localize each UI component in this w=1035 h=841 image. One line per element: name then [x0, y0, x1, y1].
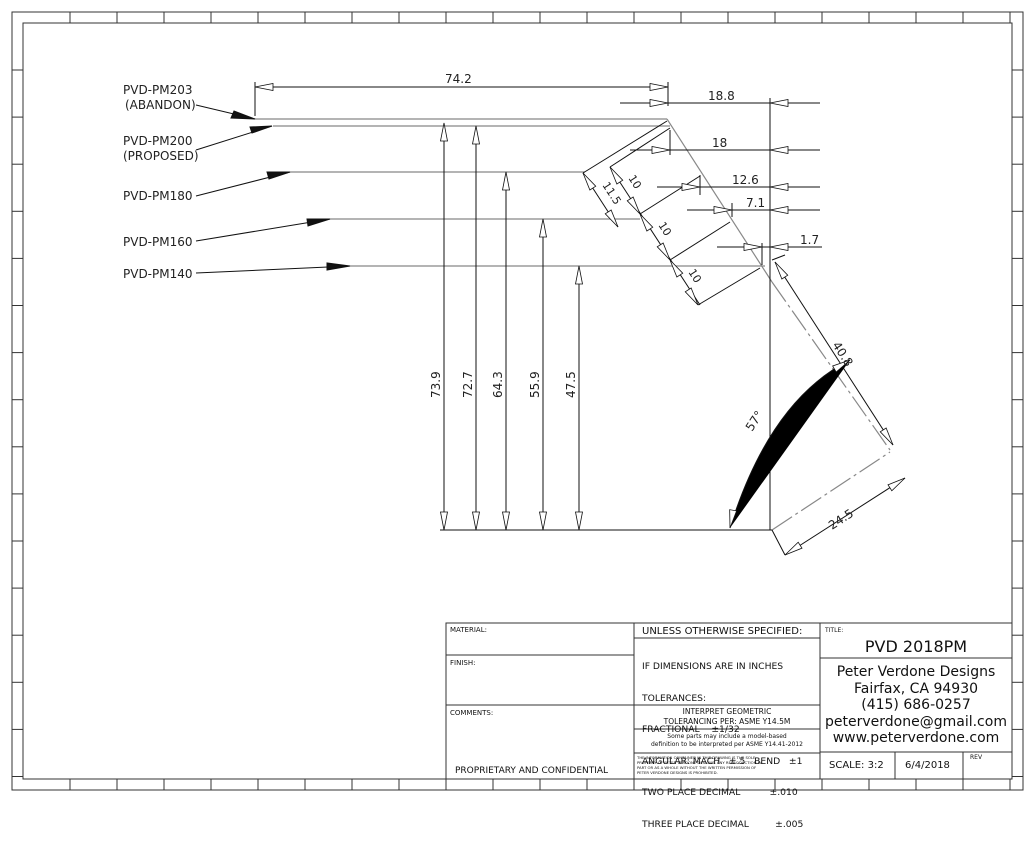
date: 6/4/2018 — [905, 760, 950, 771]
dimension-arrow — [713, 206, 733, 214]
unless-specified: UNLESS OTHERWISE SPECIFIED: — [642, 626, 803, 637]
dimension-arrow — [649, 99, 669, 107]
dimension-arrow — [254, 83, 274, 91]
rev-label: REV — [970, 754, 983, 761]
dimension-arrow — [472, 125, 480, 145]
dimension-arrow — [729, 509, 738, 529]
callout-pm200: PVD-PM200 — [123, 134, 193, 148]
callout-pm200-note: (PROPOSED) — [123, 149, 199, 163]
dimension-arrow — [769, 243, 789, 251]
notice-line: PROPERTY OF PETER VERDONE DESIGNS. ANY R… — [637, 760, 762, 765]
material-label: MATERIAL: — [450, 626, 487, 634]
dimension-arrow — [440, 122, 448, 142]
dimension-arrow — [656, 242, 671, 261]
dim-55-9: 55.9 — [528, 371, 542, 398]
dimension-arrow — [539, 511, 547, 531]
interpret-line: TOLERANCING PER: ASME Y14.5M — [663, 717, 791, 726]
dim-40-8: 40.8 — [829, 339, 855, 369]
tolerance-line: FRACTIONAL ±1/32 — [642, 724, 740, 735]
tolerance-line: TOLERANCES: — [642, 692, 707, 704]
title-block-frame — [445, 622, 1013, 780]
dim-74-2: 74.2 — [445, 72, 472, 86]
callout-pm180: PVD-PM180 — [123, 189, 193, 203]
part-geometry — [195, 82, 906, 556]
company-name: Peter Verdone Designs — [836, 664, 996, 680]
drawing-title: PVD 2018PM — [864, 637, 968, 656]
dimension-arrow — [832, 359, 851, 373]
dim-47-5: 47.5 — [564, 371, 578, 398]
dimension-arrow — [609, 166, 624, 185]
dimension-labels: 74.2 18.8 18 12.6 7.1 1.7 73.9 72.7 64.3… — [429, 72, 856, 533]
dim-73-9: 73.9 — [429, 371, 443, 398]
dimension-arrow — [774, 261, 789, 280]
callout-pm203-note: (ABANDON) — [125, 98, 196, 112]
dimension-arrow — [681, 183, 701, 191]
company-address: Fairfax, CA 94930 — [853, 680, 979, 697]
dimension-arrow — [639, 213, 654, 232]
callout-pm140: PVD-PM140 — [123, 267, 193, 281]
dim-72-7: 72.7 — [461, 371, 475, 398]
dimension-arrow — [604, 209, 619, 228]
dim-10-b: 10 — [655, 220, 674, 239]
notice-line: PART OR AS A WHOLE WITHOUT THE WRITTEN P… — [637, 765, 757, 770]
dimension-arrow — [575, 265, 583, 285]
dim-18: 18 — [712, 136, 727, 150]
dimension-arrow — [784, 541, 803, 556]
interpret-note: INTERPRET GEOMETRIC TOLERANCING PER: ASM… — [634, 707, 820, 727]
proprietary-notice: THE INFORMATION CONTAINED IN THIS DRAWIN… — [637, 755, 762, 775]
dim-12-6: 12.6 — [732, 173, 759, 187]
company-website: www.peterverdone.com — [832, 730, 1000, 746]
dim-24-5: 24.5 — [826, 506, 856, 532]
dimension-arrow — [879, 427, 894, 446]
dimension-arrow — [582, 172, 597, 191]
dim-angle: 57° — [743, 408, 766, 433]
dimension-arrow — [743, 243, 763, 251]
dimension-arrow — [649, 83, 669, 91]
finish-label: FINISH: — [450, 659, 476, 667]
notice-line: PETER VERDONE DESIGNS IS PROHIBITED. — [637, 770, 718, 775]
dimension-arrow — [669, 259, 684, 278]
callout-pm160: PVD-PM160 — [123, 235, 193, 249]
tolerance-line: THREE PLACE DECIMAL ±.005 — [642, 818, 804, 830]
interpret-line: INTERPRET GEOMETRIC — [682, 707, 772, 716]
dimension-arrow — [769, 183, 789, 191]
callout-pm203: PVD-PM203 — [123, 83, 193, 97]
company-email: peterverdone@gmail.com — [825, 713, 1007, 730]
drawing-sheet: 74.2 18.8 18 12.6 7.1 1.7 73.9 72.7 64.3… — [11, 11, 1024, 791]
dimension-arrow — [502, 171, 510, 191]
tolerance-line: TWO PLACE DECIMAL ±.010 — [642, 787, 798, 798]
dimension-arrow — [684, 287, 699, 306]
model-based-note: Some parts may include a model-based def… — [634, 733, 820, 749]
title-label: TITLE: — [825, 627, 844, 634]
dim-10-c: 10 — [685, 267, 704, 286]
dimension-arrow — [502, 511, 510, 531]
dim-11-5: 11.5 — [599, 180, 623, 208]
dimension-arrow — [887, 477, 906, 492]
dim-7-1: 7.1 — [746, 196, 765, 210]
dimension-arrow — [769, 99, 789, 107]
dim-18-8: 18.8 — [708, 89, 735, 103]
dim-64-3: 64.3 — [491, 371, 505, 398]
dim-1-7: 1.7 — [800, 233, 819, 247]
callout-labels: PVD-PM203 (ABANDON) PVD-PM200 (PROPOSED)… — [123, 83, 199, 281]
dimension-arrow — [651, 146, 671, 154]
dimension-arrow — [539, 218, 547, 238]
comments-label: COMMENTS: — [450, 709, 494, 717]
dim-10-a: 10 — [625, 173, 644, 192]
dimension-arrow — [575, 511, 583, 531]
model-based-line: Some parts may include a model-based — [667, 733, 787, 740]
dimension-arrow — [472, 511, 480, 531]
dimension-arrow — [769, 146, 789, 154]
dimension-arrow — [440, 511, 448, 531]
tolerance-line: IF DIMENSIONS ARE IN INCHES — [642, 661, 784, 672]
dimension-arrow — [769, 206, 789, 214]
model-based-line: definition to be interpreted per ASME Y1… — [650, 741, 803, 748]
proprietary-text: PROPRIETARY AND CONFIDENTIAL — [455, 766, 609, 776]
notice-line: THE INFORMATION CONTAINED IN THIS DRAWIN… — [637, 755, 756, 760]
company-info: Peter Verdone Designs Fairfax, CA 94930 … — [820, 664, 1012, 747]
company-phone: (415) 686-0257 — [861, 697, 971, 713]
dimension-arrow — [626, 196, 641, 215]
scale: SCALE: 3:2 — [829, 760, 884, 771]
tolerance-line: ANGULAR: MACH ±.5 BEND ±1 — [642, 755, 803, 767]
